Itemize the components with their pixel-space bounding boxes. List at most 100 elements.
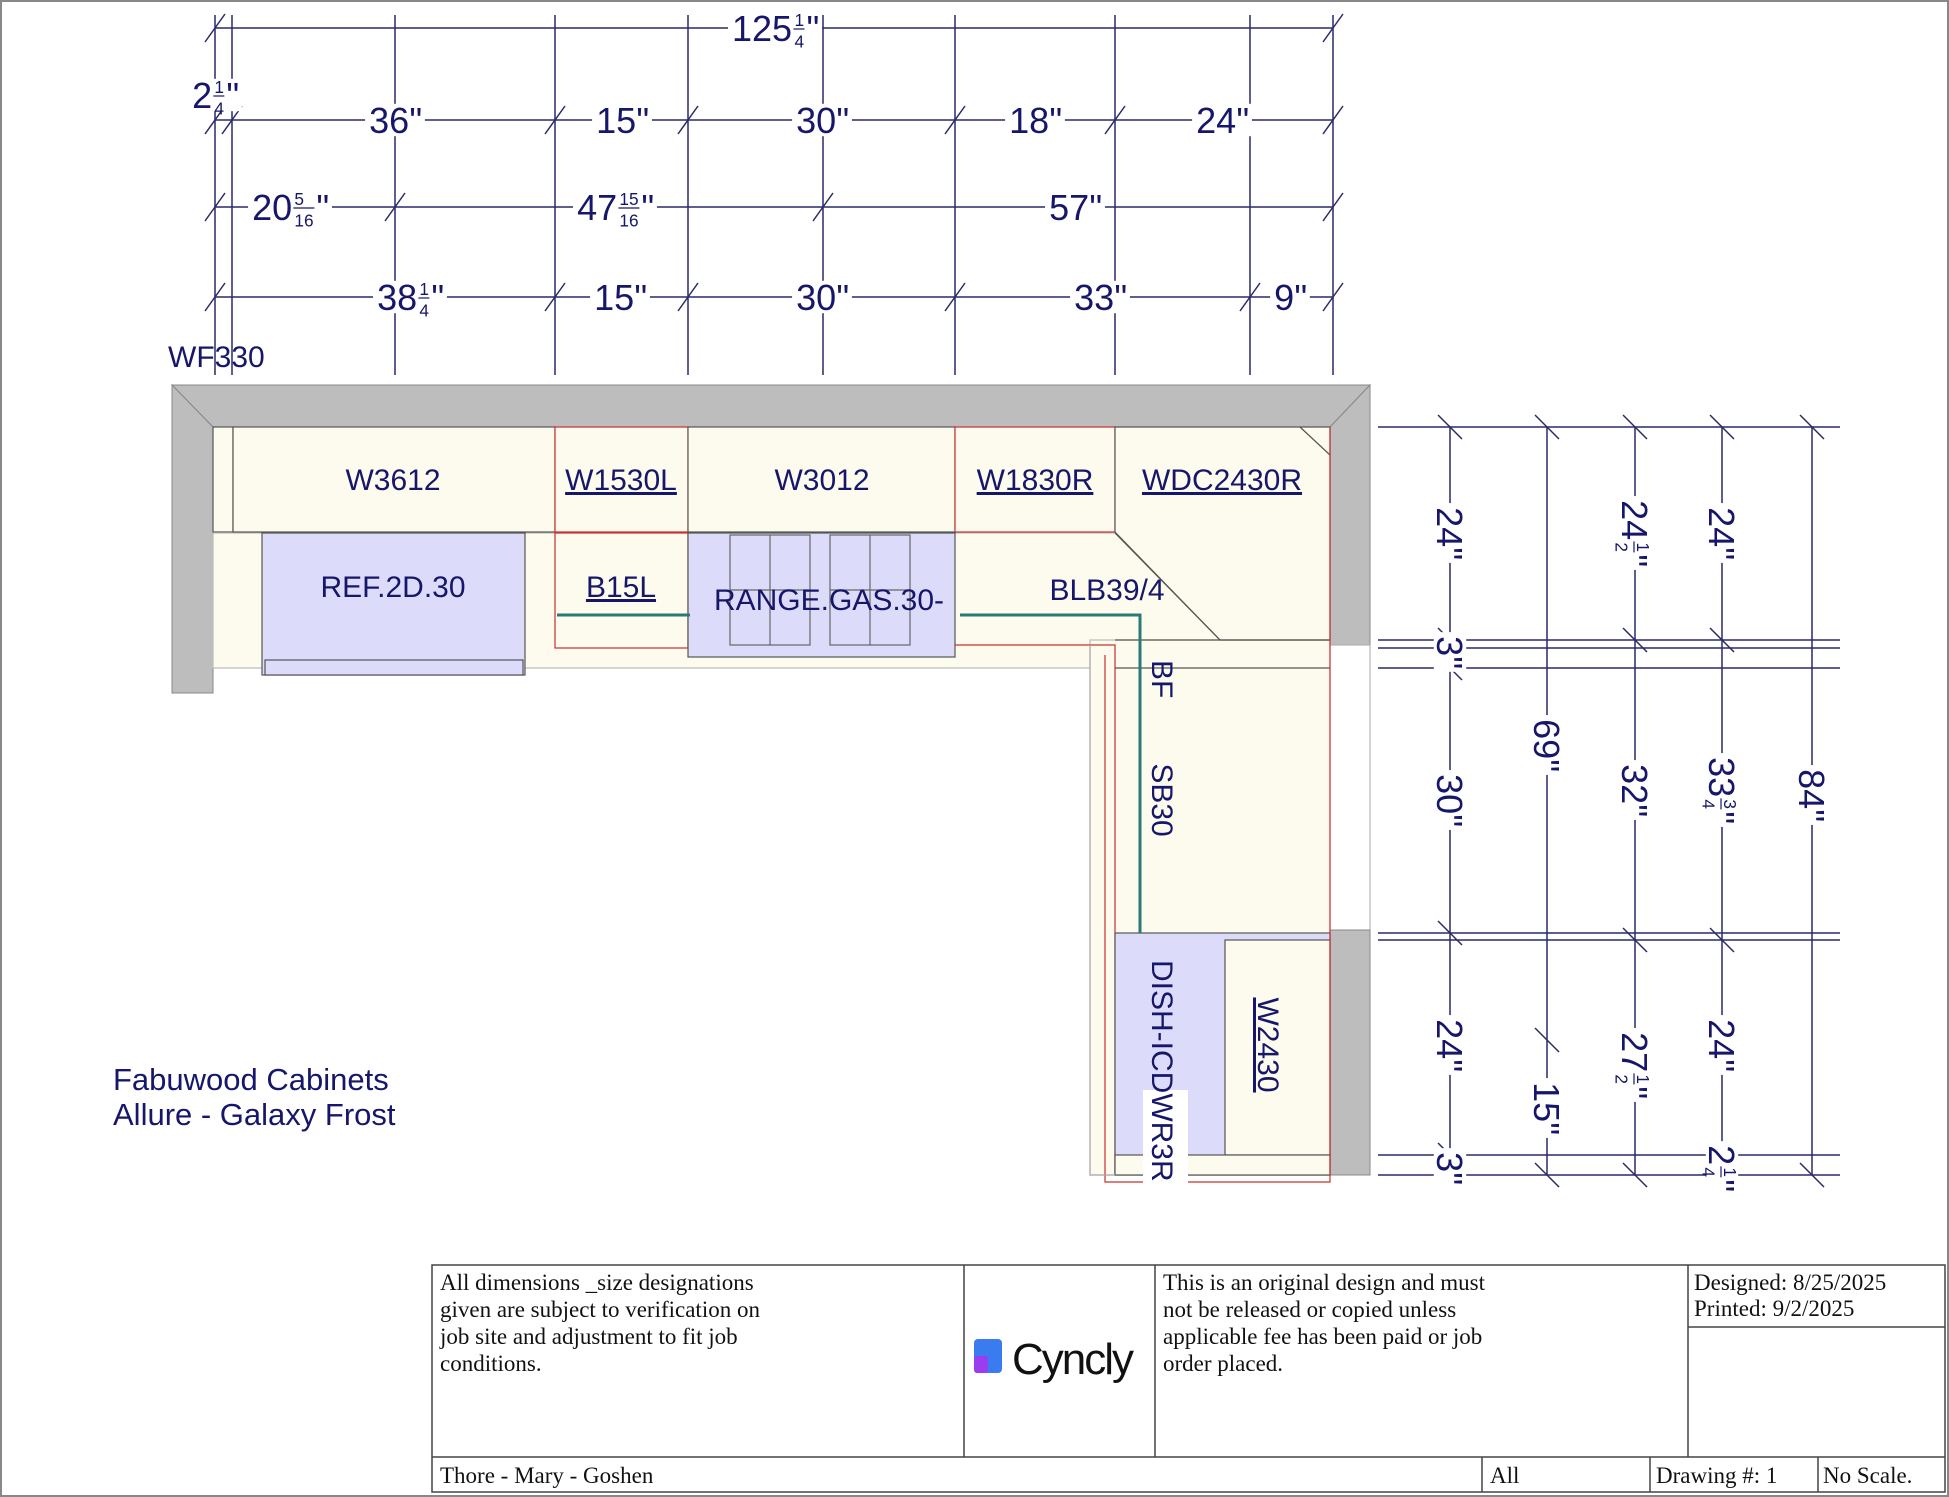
- dimension-denominator: 2: [1612, 542, 1632, 552]
- refrigerator-door: [264, 659, 524, 676]
- inch-mark: ": [1701, 547, 1742, 560]
- dimension-whole: 24: [1429, 1019, 1470, 1059]
- inch-mark: ": [1429, 547, 1470, 560]
- filler: [212, 426, 234, 533]
- dimension-label: 24": [1429, 1015, 1470, 1075]
- dimension-whole: 15: [596, 100, 636, 141]
- dimension-numerator: 1: [1633, 542, 1653, 552]
- copyright-line: This is an original design and must: [1163, 1270, 1486, 1295]
- cabinet-brand: Fabuwood Cabinets: [113, 1062, 389, 1097]
- label-bg: [1433, 1148, 1467, 1188]
- label-bf: BF: [1145, 660, 1178, 698]
- label-dish: DISH-ICDWR3R: [1145, 960, 1178, 1182]
- label-bg: [792, 103, 852, 137]
- dimension-whole: 15: [594, 277, 634, 318]
- label-bg: [592, 103, 652, 137]
- dimension-label: 30": [1429, 770, 1470, 830]
- dimension-numerator: 1: [419, 279, 429, 299]
- label-w3012: W3012: [774, 464, 869, 497]
- disclaimer-line: All dimensions _size designations: [440, 1270, 754, 1295]
- inch-mark: ": [1701, 1059, 1742, 1072]
- dimension-whole: 24: [1196, 100, 1236, 141]
- cabinet-w1530l[interactable]: [554, 426, 689, 533]
- label-bg: [1530, 1078, 1564, 1138]
- inch-mark: ": [1614, 804, 1655, 817]
- dimension-denominator: 4: [794, 31, 804, 51]
- printed-date: Printed: 9/2/2025: [1694, 1296, 1854, 1321]
- inch-mark: ": [1114, 277, 1127, 318]
- designed-date: Designed: 8/25/2025: [1694, 1270, 1886, 1295]
- dimension-label: 36": [365, 100, 425, 141]
- dimension-whole: 9: [1274, 277, 1294, 318]
- dimension-whole: 3: [1429, 636, 1470, 656]
- dimension-whole: 38: [377, 277, 417, 318]
- dimension-label: 15": [1526, 1078, 1567, 1138]
- dimension-whole: 125: [732, 8, 792, 49]
- dimension-denominator: 16: [294, 210, 313, 230]
- label-bg: [1530, 715, 1564, 775]
- dimension-label: 15": [590, 277, 650, 318]
- inch-mark: ": [1791, 809, 1832, 822]
- label-bg: [1433, 1015, 1467, 1075]
- inch-mark: ": [316, 187, 329, 228]
- dimension-tick: [1799, 1162, 1825, 1188]
- back-wall: [170, 384, 1372, 428]
- scale-note: No Scale.: [1823, 1463, 1912, 1488]
- extension-lines: [204, 13, 1840, 1188]
- dimension-numerator: 1: [1720, 1167, 1740, 1177]
- dimension-numerator: 5: [294, 189, 304, 209]
- inch-mark: ": [1089, 187, 1102, 228]
- dimension-tick: [1622, 627, 1648, 653]
- copyright-line: not be released or copied unless: [1163, 1297, 1456, 1322]
- label-bg: [1705, 753, 1739, 827]
- dimension-denominator: 4: [419, 300, 429, 320]
- dimension-whole: 33: [1074, 277, 1114, 318]
- dimension-tick: [1622, 1162, 1648, 1188]
- inch-mark: ": [1429, 1172, 1470, 1185]
- cabinet-w3012[interactable]: [687, 426, 956, 533]
- cabinet-w2430[interactable]: [1224, 939, 1331, 1156]
- cabinet-w1830r[interactable]: [954, 426, 1116, 533]
- dimension-label: 9": [1270, 277, 1310, 318]
- inch-mark: ": [806, 8, 819, 49]
- inch-mark: ": [1236, 100, 1249, 141]
- label-w1530l: W1530L: [565, 464, 677, 497]
- cabinet-b15l[interactable]: [554, 532, 689, 649]
- dimension-label: 84": [1791, 765, 1832, 825]
- window: [1329, 644, 1371, 931]
- cabinet-w3612[interactable]: [232, 426, 556, 533]
- countertop-edge-right: [960, 613, 1142, 933]
- dimension-whole: 24: [1701, 507, 1742, 547]
- inch-mark: ": [634, 277, 647, 318]
- label-bg: [1433, 770, 1467, 830]
- label-sb30: SB30: [1145, 763, 1178, 836]
- dimension-tick: [1622, 414, 1648, 440]
- dimension-tick: [1709, 927, 1735, 953]
- inch-mark: ": [1429, 656, 1470, 669]
- dimension-label: 69": [1526, 715, 1567, 775]
- label-bg: [1005, 103, 1065, 137]
- dimension-label: 3": [1429, 1148, 1470, 1188]
- dimension-whole: 2: [1701, 1145, 1742, 1165]
- inch-mark: ": [836, 277, 849, 318]
- dimension-label: 3": [1429, 632, 1470, 672]
- label-bg: [573, 190, 657, 224]
- dimension-label: 24": [1701, 503, 1742, 563]
- label-bg: [792, 280, 852, 314]
- appliance-refrigerator[interactable]: [261, 532, 526, 676]
- dimension-label: 15": [592, 100, 652, 141]
- dimension-numerator: 15: [619, 189, 638, 209]
- inch-mark: ": [226, 75, 239, 116]
- dimension-tick: [1534, 414, 1560, 440]
- dimension-label: 24": [1192, 100, 1252, 141]
- dimension-numerator: 3: [1720, 799, 1740, 809]
- red-outline: [1104, 427, 1331, 1183]
- inch-mark: ": [1526, 1122, 1567, 1135]
- label-bg: [1618, 760, 1652, 820]
- label-bg: [248, 190, 332, 224]
